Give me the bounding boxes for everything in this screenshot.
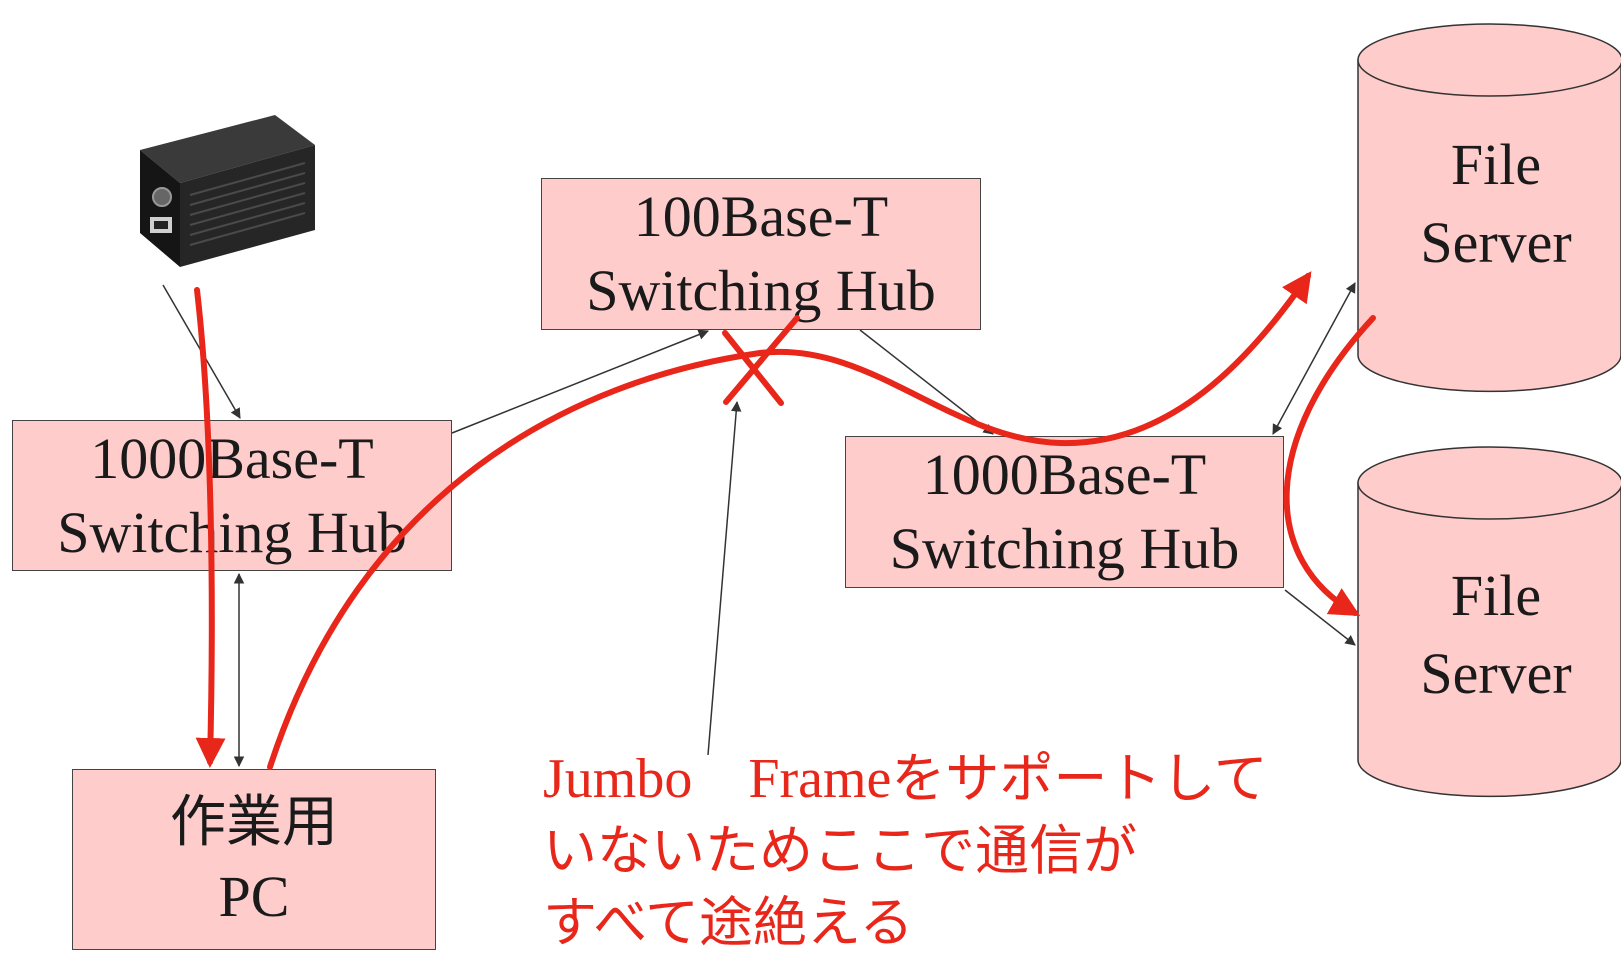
connector-midhub-righthub xyxy=(859,329,994,435)
network-camera-icon xyxy=(140,115,315,267)
note-line1: Jumbo Frameをサポートして xyxy=(543,743,1268,815)
connector-righthub-server1 xyxy=(1272,282,1356,435)
switching-hub-1000-right: 1000Base-T Switching Hub xyxy=(845,436,1284,588)
hub-right-line1: 1000Base-T xyxy=(922,442,1207,507)
hub-right-line2: Switching Hub xyxy=(889,516,1240,581)
server2-line2: Server xyxy=(1420,641,1572,706)
pc-line1: 作業用 xyxy=(170,789,338,855)
hub-left-line1: 1000Base-T xyxy=(90,425,374,491)
note-line1-latin: Jumbo Frame xyxy=(543,748,892,810)
hub-middle-line1: 100Base-T xyxy=(633,184,889,249)
cross-mark-icon xyxy=(722,315,800,406)
server2-line1: File xyxy=(1450,563,1542,628)
switching-hub-100-middle: 100Base-T Switching Hub xyxy=(541,178,981,330)
file-server-2-label: File Server xyxy=(1371,557,1621,713)
jumbo-frame-note: Jumbo Frameをサポートして いないためここで通信が すべて途絶える xyxy=(543,743,1268,959)
flow-camera-to-pc xyxy=(194,287,226,768)
hub-left-line2: Switching Hub xyxy=(57,499,407,565)
file-server-2 xyxy=(1357,446,1621,798)
flow-pc-to-server1 xyxy=(267,271,1312,770)
hub-middle-line2: Switching Hub xyxy=(586,258,936,323)
note-line2: いないためここで通信が xyxy=(543,819,1137,882)
flow-server1-to-server2 xyxy=(1283,315,1376,616)
work-pc: 作業用 PC xyxy=(72,769,436,950)
file-server-1-label: File Server xyxy=(1371,126,1621,282)
connector-lefthub-midhub xyxy=(451,329,709,434)
connector-righthub-server2 xyxy=(1284,589,1356,646)
note-line3: すべて途絶える xyxy=(543,891,914,954)
server1-line1: File xyxy=(1450,132,1542,197)
connector-note-pointer xyxy=(707,400,742,756)
switching-hub-1000-left: 1000Base-T Switching Hub xyxy=(12,420,452,571)
note-line1-jp: をサポートして xyxy=(891,747,1268,810)
file-server-1 xyxy=(1357,23,1621,393)
pc-line2: PC xyxy=(218,863,290,929)
server1-line2: Server xyxy=(1420,210,1572,275)
